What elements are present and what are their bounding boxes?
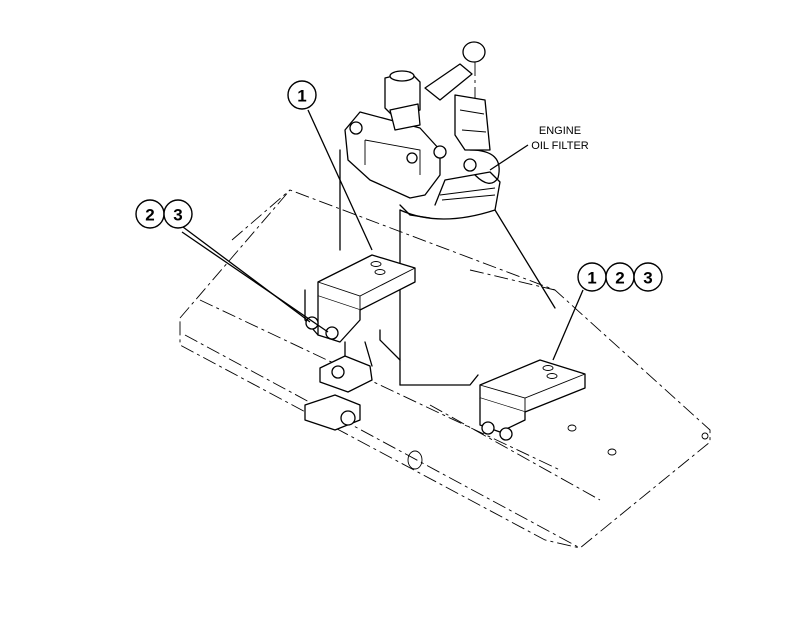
label-line-1: ENGINE — [539, 125, 581, 137]
callout-number: 2 — [145, 206, 154, 225]
callout-number: 1 — [587, 269, 596, 288]
callout-number: 3 — [173, 206, 182, 225]
callout-number: 2 — [615, 269, 624, 288]
callout-middle-left: 2 3 — [135, 199, 193, 229]
bolt-right-1 — [481, 421, 495, 435]
engine-oil-filter-label: ENGINE OIL FILTER — [531, 125, 589, 152]
callout-number: 1 — [297, 87, 306, 106]
bolt-left-1 — [305, 316, 319, 330]
callout-right: 1 2 3 — [577, 262, 663, 292]
callout-top-left: 1 — [287, 80, 317, 110]
right-mounting-bracket — [479, 359, 586, 441]
label-line-2: OIL FILTER — [531, 140, 589, 152]
bolt-right-2 — [499, 427, 513, 441]
leader-lines — [181, 109, 584, 361]
callout-number: 3 — [643, 269, 652, 288]
bolt-left-2 — [325, 326, 339, 340]
engine-oil-filter — [339, 41, 556, 386]
left-mounting-bracket — [304, 254, 416, 431]
frame-rail — [179, 189, 711, 549]
